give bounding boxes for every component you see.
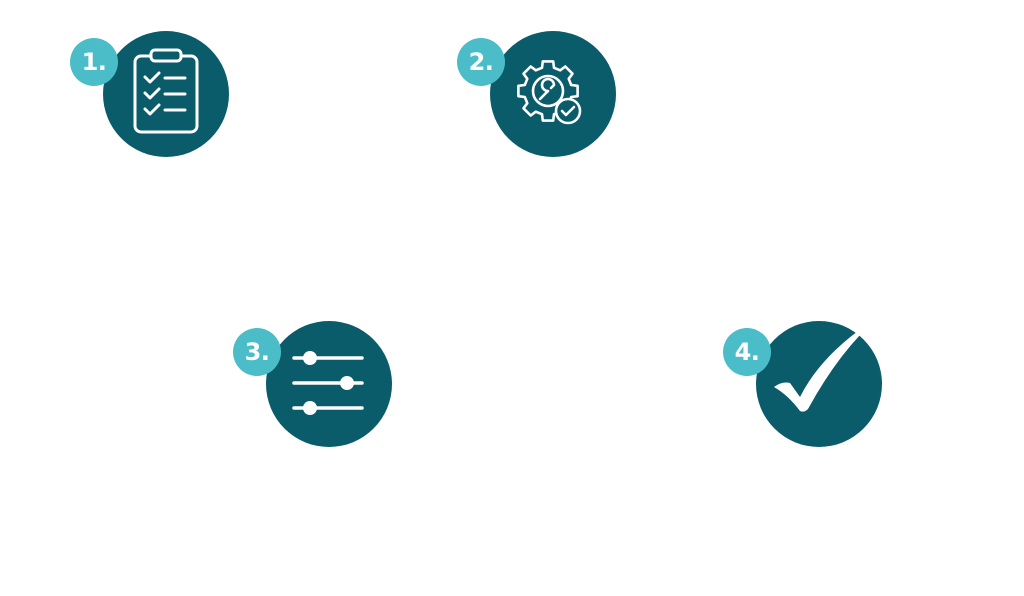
step-2-number-badge: 2. <box>457 38 505 86</box>
step-1: 1. <box>70 31 229 157</box>
slider-knob-2 <box>340 376 354 390</box>
slider-knob-1 <box>303 351 317 365</box>
step-2: 2. <box>457 31 616 157</box>
step-4: 4. <box>723 321 882 447</box>
step-3-number-badge: 3. <box>233 328 281 376</box>
step-3: 3. <box>233 321 392 447</box>
clipboard-checklist-icon <box>133 48 199 134</box>
gear-wrench-check-icon <box>517 60 582 125</box>
sliders-icon <box>292 351 364 415</box>
checkmark-icon <box>774 331 861 412</box>
step-2-circle <box>490 31 616 157</box>
slider-knob-3 <box>303 401 317 415</box>
step-4-circle <box>756 321 882 447</box>
step-1-circle <box>103 31 229 157</box>
step-3-circle <box>266 321 392 447</box>
step-1-number-badge: 1. <box>70 38 118 86</box>
step-4-number-badge: 4. <box>723 328 771 376</box>
